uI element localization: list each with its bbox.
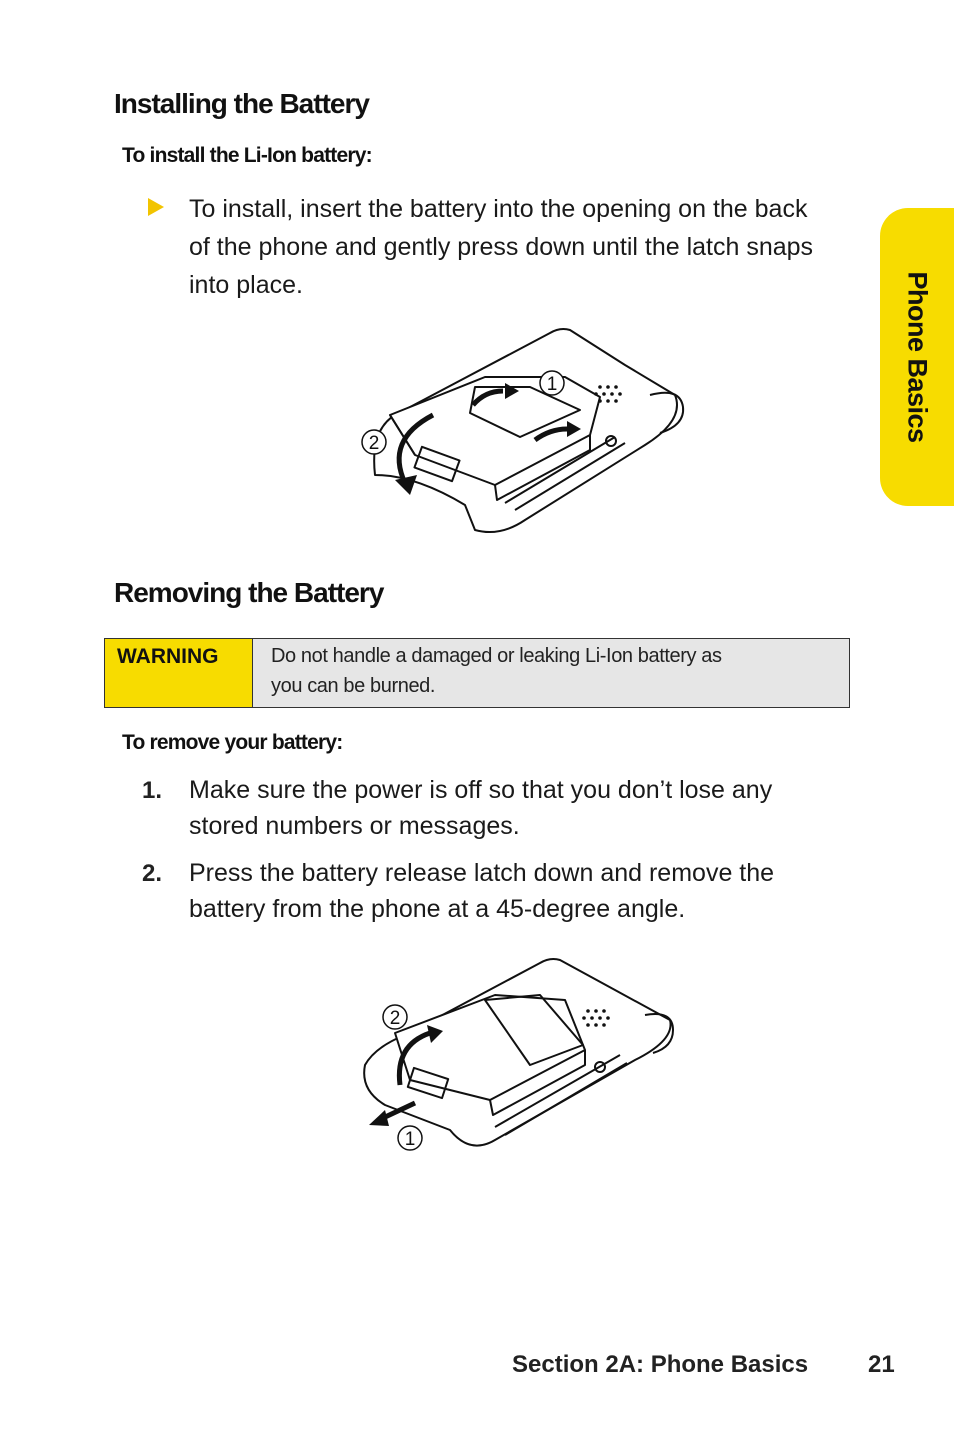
warning-label: WARNING <box>105 639 253 707</box>
side-tab-label: Phone Basics <box>902 271 933 443</box>
install-heading: Installing the Battery <box>114 88 370 119</box>
step-2-number: 2. <box>142 860 163 887</box>
remove-battery-illustration: 2 1 <box>363 958 674 1151</box>
warning-box: WARNING Do not handle a damaged or leaki… <box>104 638 850 708</box>
remove-callout-1: 1 <box>405 1129 416 1150</box>
section-side-tab: Phone Basics <box>880 208 954 506</box>
warning-line-2: you can be burned. <box>271 675 436 697</box>
warning-text: Do not handle a damaged or leaking Li-Io… <box>253 639 849 707</box>
install-battery-illustration: 1 2 <box>361 328 685 533</box>
install-line-1: To install, insert the battery into the … <box>189 195 808 223</box>
install-callout-1: 1 <box>547 374 558 395</box>
install-line-2: of the phone and gently press down until… <box>189 233 814 261</box>
step-2-line-2: battery from the phone at a 45-degree an… <box>189 895 686 923</box>
bullet-arrow-icon <box>148 198 164 216</box>
step-1-text: Make sure the power is off so that you d… <box>189 772 772 844</box>
warning-line-1: Do not handle a damaged or leaking Li-Io… <box>271 645 722 667</box>
install-subheading: To install the Li-Ion battery: <box>122 144 373 167</box>
step-1-line-2: stored numbers or messages. <box>189 812 520 840</box>
step-2-text: Press the battery release latch down and… <box>189 855 774 927</box>
step-1-number: 1. <box>142 777 163 804</box>
step-2-line-1: Press the battery release latch down and… <box>189 859 775 887</box>
install-callout-2: 2 <box>369 433 380 454</box>
footer-page-number: 21 <box>868 1351 895 1378</box>
remove-heading: Removing the Battery <box>114 577 384 608</box>
install-line-3: into place. <box>189 271 303 299</box>
install-instruction: To install, insert the battery into the … <box>189 190 869 304</box>
remove-callout-2: 2 <box>390 1008 401 1029</box>
step-1-line-1: Make sure the power is off so that you d… <box>189 776 773 804</box>
footer-section-title: Section 2A: Phone Basics <box>512 1351 809 1378</box>
remove-subheading: To remove your battery: <box>122 731 343 754</box>
